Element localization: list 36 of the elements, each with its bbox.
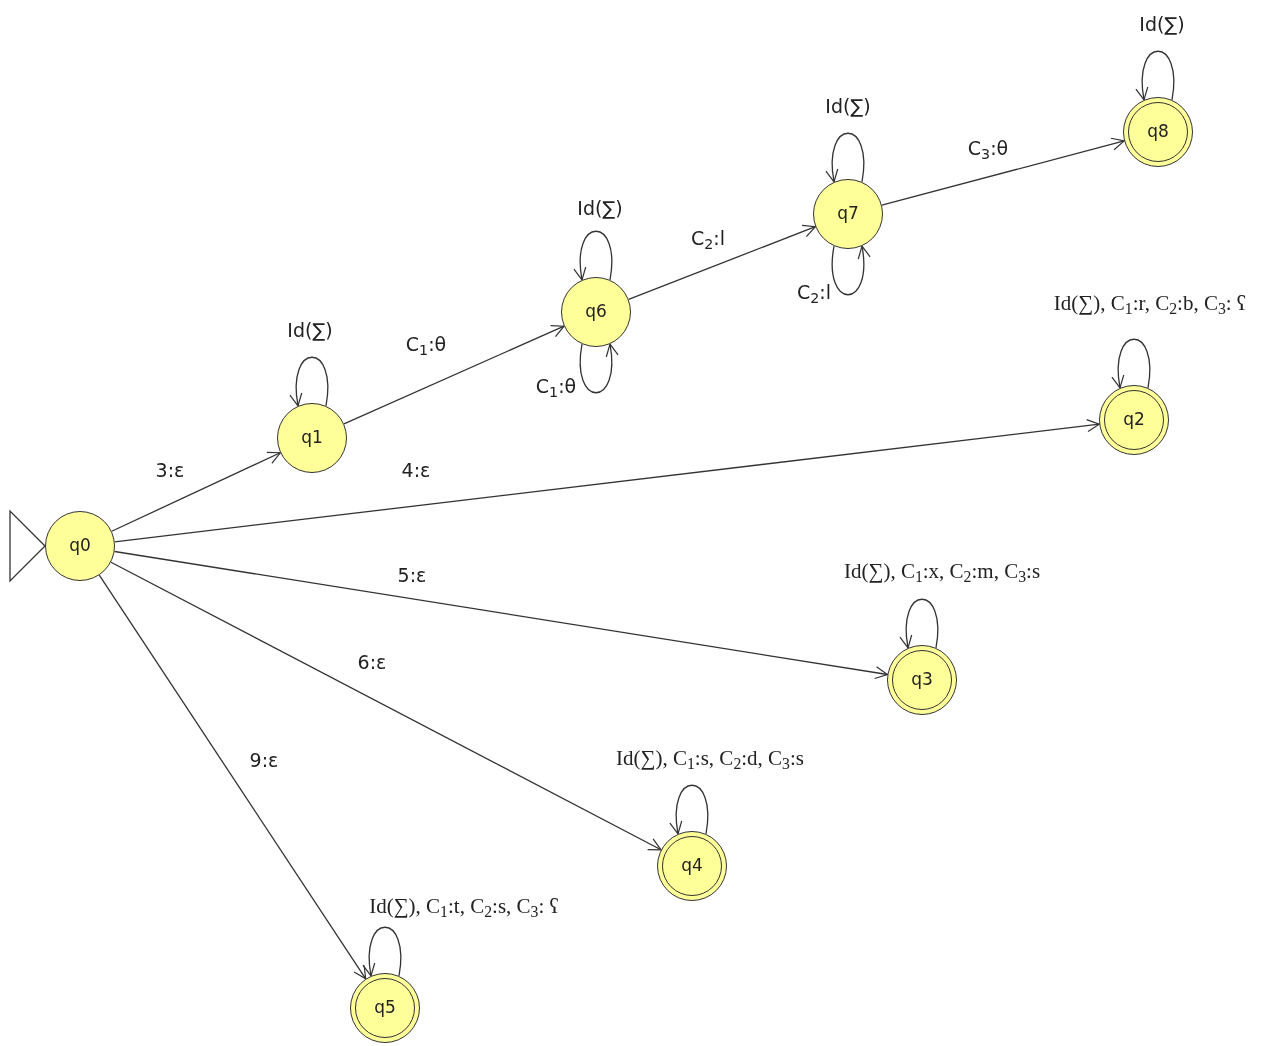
self-loop-arrow	[900, 598, 939, 649]
transition-arrow	[343, 325, 565, 425]
transition-arrow	[114, 419, 1100, 543]
edge-label: Id(∑), C$_{1}$:x, C$_{2}$:m, C$_{3}$:s	[842, 560, 1042, 582]
edge-label: C$_{2}$:l	[796, 282, 832, 302]
self-loop-arrow	[1136, 50, 1175, 101]
edge-label: C$_{2}$:l	[690, 228, 726, 248]
edge-label: 4:ε	[400, 460, 432, 480]
self-loop-arrow	[1112, 338, 1151, 389]
edge-label: Id(∑)	[286, 320, 334, 340]
edge-label: Id(∑), C$_{1}$:t, C$_{2}$:s, C$_{3}$: ʕ	[368, 895, 560, 917]
edge-label: C$_{3}$:θ	[966, 138, 1010, 158]
transition-arrow	[110, 561, 662, 851]
edge-label: 5:ε	[396, 565, 428, 585]
self-loop-arrow	[290, 356, 329, 407]
transition-arrow	[98, 574, 367, 980]
transition-arrow	[111, 451, 281, 532]
edge-label: 6:ε	[356, 652, 388, 672]
self-loop-arrow	[826, 132, 865, 183]
edge-label: 3:ε	[154, 460, 186, 480]
self-loop-arrow	[574, 230, 613, 281]
edge-label: C$_{1}$:θ	[534, 376, 578, 396]
edge-label: Id(∑)	[824, 96, 872, 116]
edge-label: Id(∑), C$_{1}$:r, C$_{2}$:b, C$_{3}$: ʕ	[1052, 292, 1248, 314]
edge-label: 9:ε	[248, 750, 280, 770]
edge-label: C$_{1}$:θ	[404, 334, 448, 354]
self-loop-arrow	[831, 245, 870, 296]
self-loop-arrow	[579, 343, 618, 394]
self-loop-arrow	[670, 784, 709, 835]
transition-arrow	[627, 224, 817, 300]
edge-label: Id(∑)	[576, 198, 624, 218]
self-loop-arrow	[363, 926, 402, 977]
edge-label: Id(∑), C$_{1}$:s, C$_{2}$:d, C$_{3}$:s	[615, 747, 805, 769]
transition-arrow	[881, 137, 1125, 206]
transition-arrow	[113, 550, 889, 680]
edge-label: Id(∑)	[1138, 14, 1186, 34]
